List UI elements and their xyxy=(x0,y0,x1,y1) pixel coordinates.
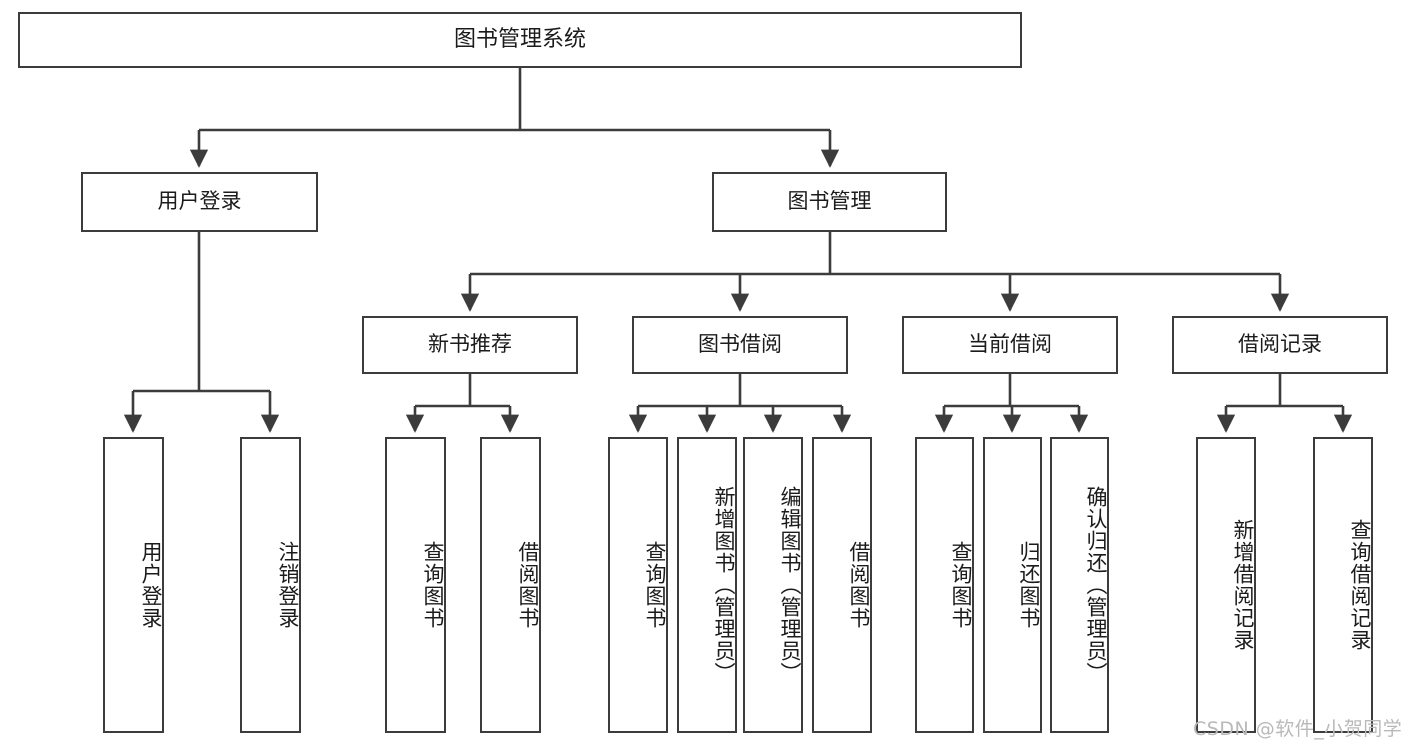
node-user-login-label: 用户登录 xyxy=(157,189,242,214)
leaf-node-label: 查询图书 xyxy=(643,541,667,629)
node-borrow-record-label: 借阅记录 xyxy=(1238,332,1322,357)
leaf-node[interactable]: 新增借阅记录 xyxy=(1196,437,1256,733)
node-new-book-recommend[interactable]: 新书推荐 xyxy=(362,316,578,374)
node-current-borrow-label: 当前借阅 xyxy=(968,332,1052,357)
node-book-borrow-label: 图书借阅 xyxy=(698,332,782,357)
leaf-node[interactable]: 查询借阅记录 xyxy=(1313,437,1373,733)
node-user-login[interactable]: 用户登录 xyxy=(81,172,318,232)
node-book-management[interactable]: 图书管理 xyxy=(712,172,947,232)
leaf-node[interactable]: 借阅图书 xyxy=(480,437,541,733)
leaf-node[interactable]: 新增图书（管理员） xyxy=(677,437,737,733)
leaf-node[interactable]: 注销登录 xyxy=(240,437,301,733)
leaf-node-label: 确认归还（管理员） xyxy=(1084,486,1108,684)
leaf-node-label: 新增图书（管理员） xyxy=(712,486,736,684)
leaf-node[interactable]: 查询图书 xyxy=(608,437,668,733)
node-new-book-recommend-label: 新书推荐 xyxy=(428,332,512,357)
leaf-node-label: 注销登录 xyxy=(276,541,300,629)
leaf-node-label: 归还图书 xyxy=(1017,541,1041,629)
leaf-node-label: 编辑图书（管理员） xyxy=(778,486,802,684)
leaf-node-label: 查询图书 xyxy=(421,541,445,629)
node-root[interactable]: 图书管理系统 xyxy=(18,12,1022,68)
node-book-borrow[interactable]: 图书借阅 xyxy=(632,316,848,374)
watermark: CSDN @软件_小贺同学 xyxy=(1193,718,1403,740)
leaf-node-label: 借阅图书 xyxy=(847,541,871,629)
leaf-node[interactable]: 借阅图书 xyxy=(812,437,872,733)
leaf-node-label: 查询借阅记录 xyxy=(1348,519,1372,651)
leaf-node[interactable]: 编辑图书（管理员） xyxy=(743,437,803,733)
node-borrow-record[interactable]: 借阅记录 xyxy=(1172,316,1388,374)
leaf-node[interactable]: 查询图书 xyxy=(915,437,974,733)
leaf-node-label: 查询图书 xyxy=(949,541,973,629)
leaf-node[interactable]: 用户登录 xyxy=(103,437,164,733)
leaf-node-label: 新增借阅记录 xyxy=(1231,519,1255,651)
node-root-label: 图书管理系统 xyxy=(453,26,586,52)
leaf-node-label: 用户登录 xyxy=(139,541,163,629)
node-current-borrow[interactable]: 当前借阅 xyxy=(902,316,1118,374)
node-book-management-label: 图书管理 xyxy=(787,189,872,214)
leaf-node[interactable]: 确认归还（管理员） xyxy=(1050,437,1109,733)
leaf-node[interactable]: 归还图书 xyxy=(983,437,1042,733)
leaf-node-label: 借阅图书 xyxy=(516,541,540,629)
leaf-node[interactable]: 查询图书 xyxy=(385,437,446,733)
